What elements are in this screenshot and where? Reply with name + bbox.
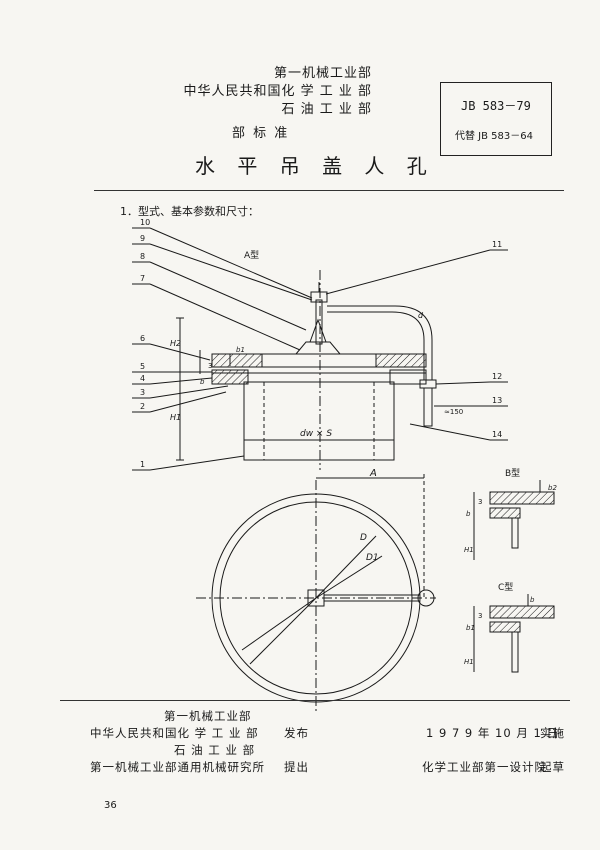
dim-c-detail-3: 3 [478, 612, 482, 620]
dim-b-detail-b: b [466, 510, 471, 518]
dim-h1: H1 [170, 413, 181, 422]
footer-implement: 实施 [540, 726, 565, 740]
dim-b: b [200, 378, 205, 386]
callout-3: 3 [140, 388, 145, 397]
dim-150: ≈150 [444, 408, 463, 416]
callout-4: 4 [140, 374, 145, 383]
callout-6: 6 [140, 334, 145, 343]
dim-d-plan: D [360, 533, 367, 543]
dim-b-detail-b2: b2 [548, 484, 557, 492]
standard-code-box: JB 583－79 代替 JB 583－64 [440, 82, 552, 156]
footer-publish: 发布 [284, 726, 309, 740]
footer-drafter: 化学工业部第一设计院 [422, 760, 547, 774]
footer-propose: 提出 [284, 760, 309, 774]
footer-org-chemical: 中华人民共和国化 学 工 业 部 [90, 726, 259, 740]
org-chemical: 中华人民共和国化 学 工 业 部 [183, 84, 372, 99]
dim-h2: H2 [170, 339, 181, 348]
callout-7: 7 [140, 274, 145, 283]
dim-d1-plan: D1 [366, 553, 379, 563]
footer-proposer: 第一机械工业部通用机械研究所 [90, 760, 265, 774]
dim-3: 3 [208, 362, 212, 370]
callout-13: 13 [492, 396, 502, 405]
callout-5: 5 [140, 362, 145, 371]
callout-10: 10 [140, 218, 150, 227]
footer-date: 1 9 7 9 年 10 月 1 日 [426, 726, 559, 740]
page-number: 36 [104, 800, 117, 811]
footer-divider [60, 700, 570, 701]
label-type-b: B型 [505, 468, 520, 479]
callout-9: 9 [140, 234, 145, 243]
replaced-standard: 代替 JB 583－64 [455, 131, 533, 142]
section-heading: 1．型式、基本参数和尺寸： [120, 205, 259, 218]
dim-d-davit: d [418, 311, 424, 320]
dim-b-detail-h1: H1 [464, 546, 474, 554]
callout-2: 2 [140, 402, 145, 411]
dim-b-detail-3: 3 [478, 498, 482, 506]
callout-12: 12 [492, 372, 502, 381]
footer-org-machinery: 第一机械工业部 [164, 709, 252, 723]
dept-standard-label: 部 标 准 [232, 126, 290, 141]
dim-c-detail-b1: b1 [466, 624, 475, 632]
org-machinery: 第一机械工业部 [273, 66, 372, 81]
standard-number: JB 583－79 [461, 99, 531, 113]
dim-c-detail-h1: H1 [464, 658, 474, 666]
callout-8: 8 [140, 252, 145, 261]
page-title: 水 平 吊 盖 人 孔 [195, 154, 435, 178]
dim-a: A [369, 468, 377, 479]
callout-1: 1 [140, 460, 145, 469]
label-type-c: C型 [498, 582, 513, 593]
callout-11: 11 [492, 240, 502, 249]
dim-dw-s: dw × S [300, 429, 332, 439]
footer-org-petroleum: 石 油 工 业 部 [174, 743, 256, 757]
header-divider [94, 190, 564, 191]
org-petroleum: 石 油 工 业 部 [281, 102, 372, 117]
footer-draft: 起草 [540, 760, 565, 774]
dim-b1: b1 [236, 346, 245, 354]
dim-c-detail-b: b [530, 596, 535, 604]
label-type-a: A型 [244, 250, 259, 261]
callout-14: 14 [492, 430, 502, 439]
nozzle-shell [243, 381, 395, 461]
